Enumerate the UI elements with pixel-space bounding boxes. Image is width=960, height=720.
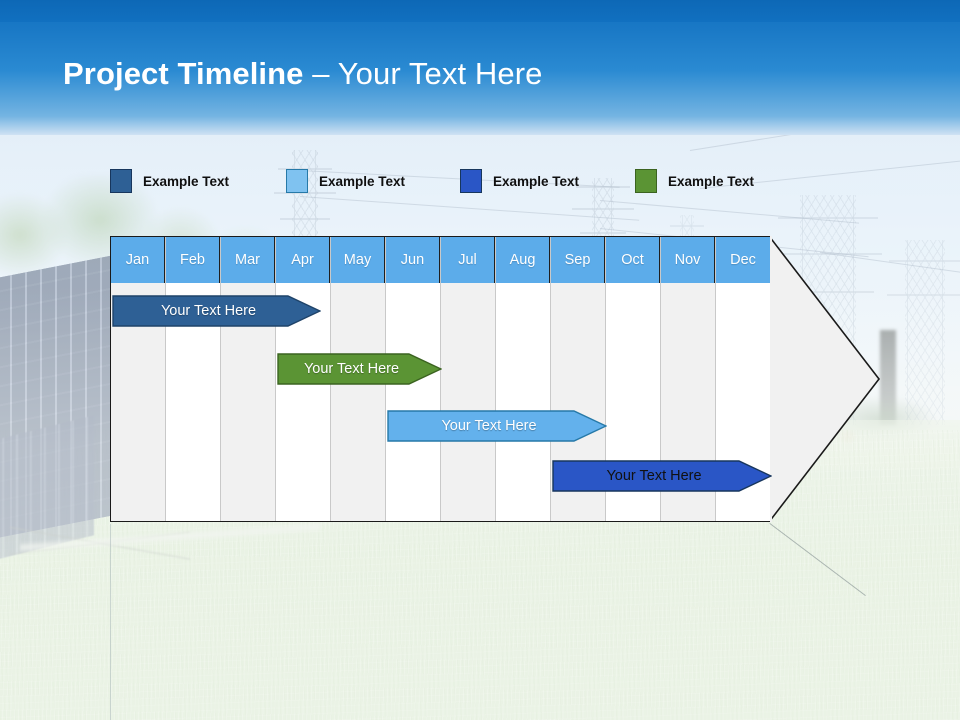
- month-header-nov[interactable]: Nov: [661, 237, 715, 283]
- task-bar-1[interactable]: Your Text Here: [112, 295, 321, 327]
- month-column-mar: Mar: [221, 237, 276, 521]
- task-bar-shape: [552, 460, 772, 492]
- month-header-apr[interactable]: Apr: [276, 237, 330, 283]
- task-bar-label: Your Text Here: [160, 303, 257, 319]
- task-bar-shape: [387, 410, 607, 442]
- task-bar-2[interactable]: Your Text Here: [277, 353, 442, 385]
- month-header-sep[interactable]: Sep: [551, 237, 605, 283]
- legend-item-4[interactable]: Example Text: [635, 166, 754, 196]
- legend-swatch-icon: [286, 169, 308, 193]
- legend-item-label: Example Text: [668, 173, 755, 189]
- task-bar-4[interactable]: Your Text Here: [552, 460, 772, 492]
- legend-item-1[interactable]: Example Text: [110, 166, 229, 196]
- title-banner-topstrip: [0, 0, 960, 22]
- legend-swatch-icon: [460, 169, 482, 193]
- month-header-oct[interactable]: Oct: [606, 237, 660, 283]
- legend-item-3[interactable]: Example Text: [460, 166, 579, 196]
- task-bar-3[interactable]: Your Text Here: [387, 410, 607, 442]
- legend-swatch-icon: [635, 169, 657, 193]
- page-title-separator: –: [312, 56, 338, 91]
- task-bar-label: Your Text Here: [606, 468, 702, 484]
- page-title: Project Timeline – Your Text Here: [63, 56, 543, 91]
- legend: Example Text Example Text Example Text Exam…: [110, 166, 830, 196]
- month-header-aug[interactable]: Aug: [496, 237, 550, 283]
- legend-item-label: Example Text: [319, 173, 406, 189]
- task-bar-label: Your Text Here: [441, 418, 537, 434]
- month-header-mar[interactable]: Mar: [221, 237, 275, 283]
- month-header-feb[interactable]: Feb: [166, 237, 220, 283]
- task-bar-shape: [277, 353, 442, 385]
- page-title-light: Your Text Here: [337, 56, 543, 91]
- month-header-jan[interactable]: Jan: [111, 237, 165, 283]
- timeline-arrowhead-shape: [768, 233, 881, 525]
- legend-item-label: Example Text: [493, 173, 580, 189]
- month-column-jul: Jul: [441, 237, 496, 521]
- title-banner: [0, 0, 960, 135]
- month-header-dec[interactable]: Dec: [716, 237, 770, 283]
- legend-swatch-icon: [110, 169, 132, 193]
- month-column-feb: Feb: [166, 237, 221, 521]
- month-header-may[interactable]: May: [331, 237, 385, 283]
- task-bar-shape: [112, 295, 321, 327]
- guide-line-vertical: [110, 524, 111, 720]
- month-header-jun[interactable]: Jun: [386, 237, 440, 283]
- month-column-aug: Aug: [496, 237, 551, 521]
- month-header-jul[interactable]: Jul: [441, 237, 495, 283]
- task-bar-label: Your Text Here: [303, 361, 400, 377]
- legend-item-2[interactable]: Example Text: [286, 166, 405, 196]
- legend-item-label: Example Text: [143, 173, 230, 189]
- month-column-jan: Jan: [111, 237, 166, 521]
- page-title-strong: Project Timeline: [63, 56, 313, 91]
- timeline-arrowhead: [768, 233, 881, 525]
